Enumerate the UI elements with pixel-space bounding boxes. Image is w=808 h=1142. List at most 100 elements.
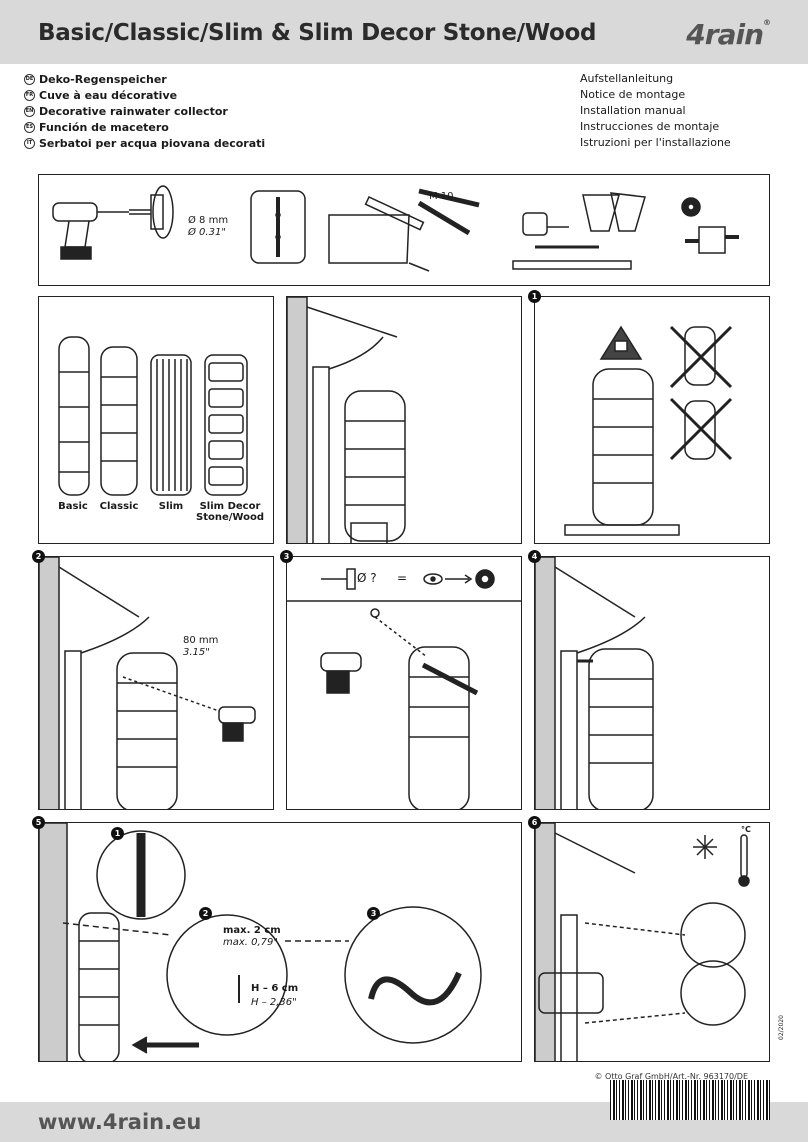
manual-type-list: Aufstellanleitung Notice de montage Inst…	[580, 71, 780, 151]
tank-icon	[78, 912, 120, 1061]
step-5-panel: 1 2 3 max. 2 cm max. 0,79" H – 6 cm H – …	[38, 822, 522, 1062]
brand-logo: 4rain®	[686, 18, 771, 51]
footer-bar: www.4rain.eu	[0, 1102, 808, 1142]
step-number-badge: 2	[32, 550, 45, 563]
step-number-badge: 4	[528, 550, 541, 563]
lang-title: Decorative rainwater collector	[39, 104, 228, 118]
weight-warning-icon	[599, 325, 643, 360]
drill-icon	[218, 706, 256, 742]
house-wall-icon	[535, 823, 636, 1061]
tank-classic-icon	[100, 346, 138, 496]
manual-label: Istruzioni per l'installazione	[580, 136, 731, 149]
detail-number-badge: 3	[367, 907, 380, 920]
detail-number-badge: 1	[111, 827, 124, 840]
step-5-height-in: H – 2,36"	[251, 997, 297, 1008]
wrench-icon	[418, 188, 480, 208]
step-3-equals: =	[397, 571, 408, 585]
website-url: www.4rain.eu	[38, 1110, 202, 1134]
step-4-illustration	[535, 557, 654, 809]
step-5-height-cm: H – 6 cm	[251, 983, 299, 994]
house-wall-icon	[535, 557, 636, 809]
wrong-slope-icon	[669, 397, 733, 461]
step-5-max-gap-in-value: max. 0,79"	[223, 937, 279, 948]
step-number-badge: 3	[280, 550, 293, 563]
tank-icon	[116, 652, 178, 809]
tank-icon	[344, 390, 406, 542]
step-2-illustration	[39, 557, 256, 809]
manual-label: Notice de montage	[580, 88, 686, 101]
snowflake-icon	[693, 835, 717, 859]
hacksaw-icon	[328, 214, 430, 272]
gloves-icon	[582, 192, 646, 232]
temperature-unit: °C	[741, 825, 751, 834]
house-wall-icon	[39, 557, 140, 809]
models-panel: Basic Classic Slim Slim Decor Stone/Wood	[38, 296, 274, 544]
drill-size-in-value: Ø 0.31"	[188, 227, 226, 238]
step-4-panel	[534, 556, 770, 810]
arrow-left-icon	[131, 1036, 199, 1054]
tank-basic-icon	[58, 336, 90, 496]
house-wall-icon	[39, 823, 68, 1061]
step-2-height-in: 3.15"	[183, 647, 210, 658]
step-5-max-gap-cm: max. 2 cm	[223, 925, 281, 936]
tank-on-level-icon	[564, 368, 680, 536]
tank-slim-decor-icon	[204, 354, 248, 496]
detail-number-badge: 2	[199, 907, 212, 920]
edition-date: 02/2020	[778, 1015, 785, 1040]
step-5-illustration	[39, 823, 482, 1061]
thermometer-icon	[738, 834, 750, 887]
drill-bit-icon	[321, 568, 356, 590]
step-2-height-in-value: 3.15"	[183, 647, 210, 658]
step-number-badge: 6	[528, 816, 541, 829]
house-wall-icon	[287, 297, 398, 543]
step-2-panel: 80 mm 3.15"	[38, 556, 274, 810]
downpipe-icon	[312, 336, 384, 543]
drill-line	[122, 676, 220, 712]
overview-panel	[286, 296, 522, 544]
arrow-right-icon	[445, 574, 473, 584]
header-bar: Basic/Classic/Slim & Slim Decor Stone/Wo…	[0, 0, 808, 64]
model-label-slim: Slim	[158, 501, 184, 512]
lang-code-badge: FR	[24, 89, 35, 101]
seal-ring-icon	[475, 569, 495, 589]
barcode-graphic	[610, 1080, 770, 1120]
model-label-slim-decor: Slim Decor Stone/Wood	[196, 501, 264, 523]
downpipe-icon	[64, 616, 150, 809]
tank-icon	[588, 648, 654, 809]
sun-detail-circle	[680, 960, 746, 1026]
step-6-panel: °C	[534, 822, 770, 1062]
installed-tank-illustration	[287, 297, 406, 543]
step-5-max-gap-in: max. 0,79"	[223, 937, 278, 948]
detail-circle-1	[96, 830, 186, 920]
lang-code-badge: ES	[24, 121, 35, 133]
step-6-illustration	[535, 823, 750, 1061]
frost-detail-circle	[680, 902, 746, 968]
wrong-ground-icon	[669, 325, 733, 389]
step-number-badge: 5	[32, 816, 45, 829]
lang-title: Cuve à eau décorative	[39, 88, 178, 102]
detail-circle-3	[344, 906, 482, 1044]
step-1-panel	[534, 296, 770, 544]
file-icon	[364, 196, 425, 231]
seal-ring-icon	[681, 197, 701, 217]
manual-label: Instrucciones de montaje	[580, 120, 720, 133]
lang-title: Deko-Regenspeicher	[39, 72, 167, 86]
wall-bracket-icon	[250, 190, 306, 264]
manual-label: Aufstellanleitung	[580, 72, 674, 85]
lang-code-badge: IT	[24, 137, 35, 149]
tools-panel: Ø 8 mm Ø 0.31" M 10	[38, 174, 770, 286]
tank-icon	[408, 646, 470, 809]
step-number-badge: 1	[528, 290, 541, 303]
drill-bit-icon	[129, 185, 174, 239]
screwdriver-icon	[417, 200, 471, 236]
wrench-size: M 10	[429, 191, 454, 202]
page-title: Basic/Classic/Slim & Slim Decor Stone/Wo…	[38, 20, 597, 46]
tap-icon	[685, 226, 739, 254]
drill-size-mm: Ø 8 mm	[188, 215, 229, 226]
model-label-basic: Basic	[58, 501, 88, 512]
downpipe-icon	[560, 616, 646, 809]
